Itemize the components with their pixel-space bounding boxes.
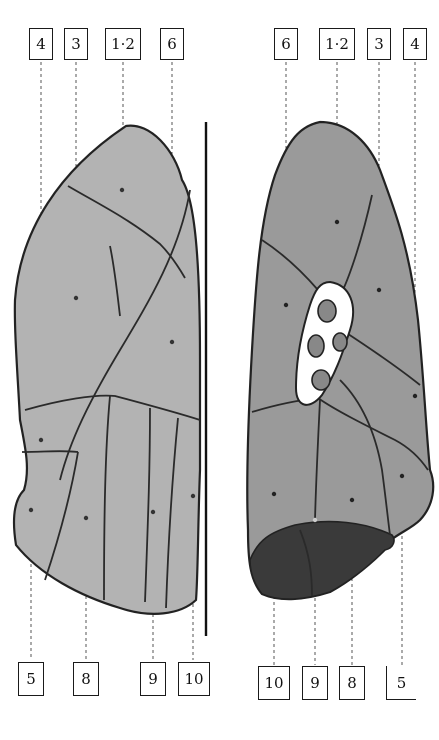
label-top-left-3: 3 <box>64 28 88 60</box>
right-lung <box>247 122 433 599</box>
label-top-left-4: 4 <box>29 28 53 60</box>
label-top-left-6: 6 <box>160 28 184 60</box>
left-fissure-5 <box>22 451 78 452</box>
right-lung-dark-segment <box>250 522 394 600</box>
left-lung-outline <box>14 126 200 614</box>
label-bottom-right-8: 8 <box>339 666 365 700</box>
label-top-right-1-2: 1·2 <box>319 28 355 60</box>
label-bottom-right-5: 5 <box>386 666 416 700</box>
label-bottom-right-10: 10 <box>258 666 290 700</box>
label-bottom-left-8: 8 <box>73 662 99 696</box>
label-top-right-4: 4 <box>403 28 427 60</box>
label-bottom-left-9: 9 <box>140 662 166 696</box>
label-top-right-6: 6 <box>274 28 298 60</box>
label-top-right-3: 3 <box>367 28 391 60</box>
left-lung <box>14 126 200 614</box>
label-bottom-left-10: 10 <box>178 662 210 696</box>
label-bottom-left-5: 5 <box>18 662 44 696</box>
label-top-left-1-2: 1·2 <box>105 28 141 60</box>
label-bottom-right-9: 9 <box>302 666 328 700</box>
